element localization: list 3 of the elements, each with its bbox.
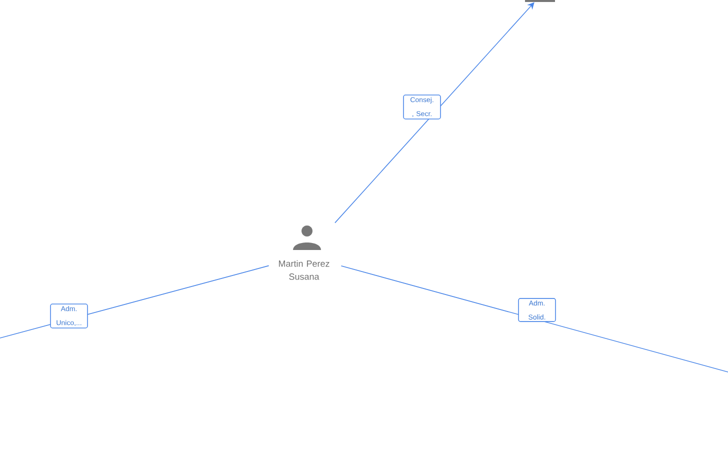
connector <box>340 265 728 372</box>
connector <box>334 2 534 224</box>
person-name: Martin Perez Susana <box>278 260 330 280</box>
